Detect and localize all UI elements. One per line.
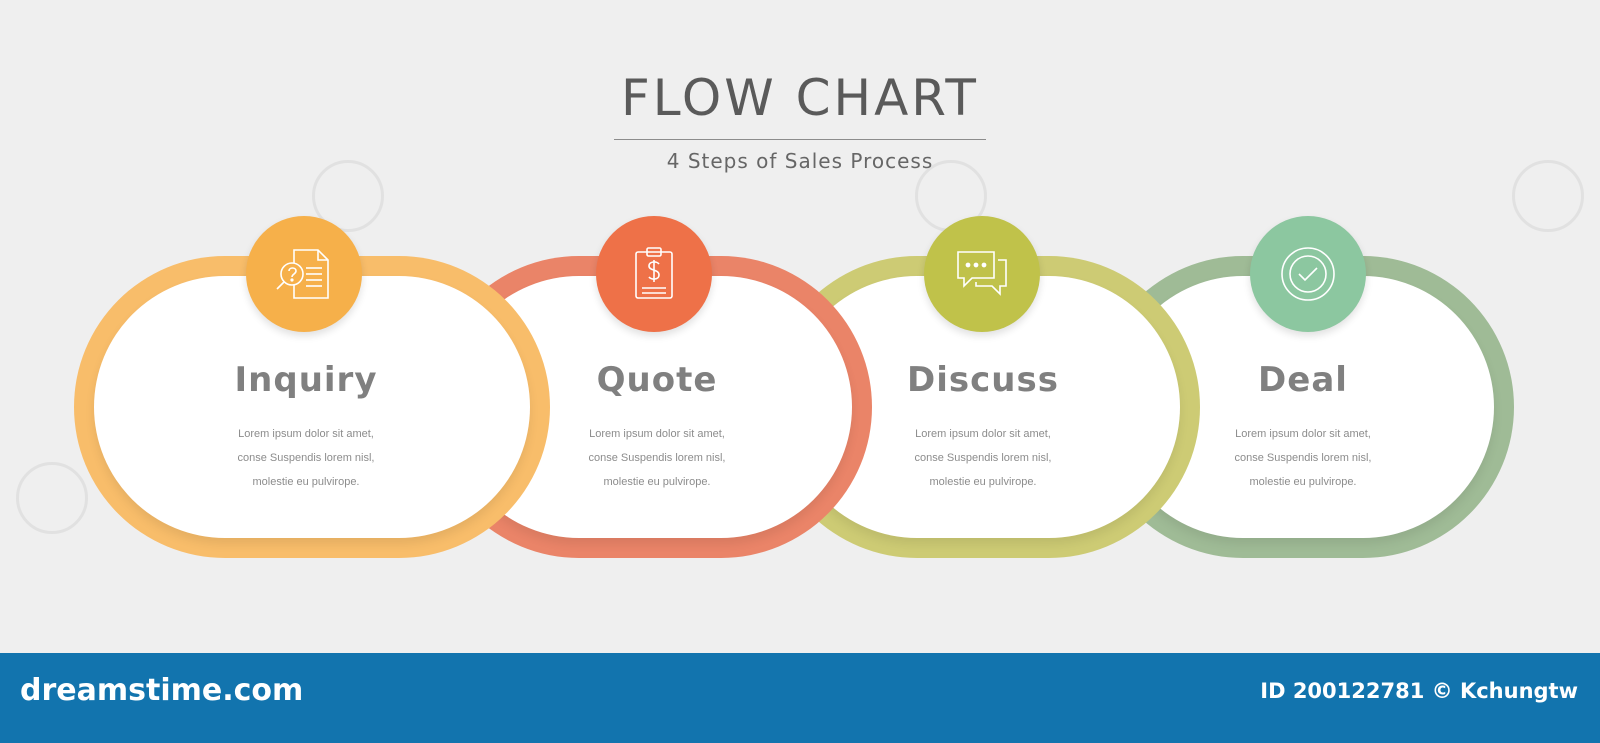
step-badge — [596, 216, 712, 332]
step-description: Lorem ipsum dolor sit amet, conse Suspen… — [1234, 428, 1372, 488]
step-title: Deal — [1258, 360, 1348, 400]
step-title: Inquiry — [234, 360, 378, 400]
check-badge-icon — [1281, 247, 1335, 301]
chat-bubbles-icon — [957, 251, 1007, 296]
step-description: Lorem ipsum dolor sit amet, conse Suspen… — [237, 428, 375, 488]
watermark-swirl — [1512, 160, 1584, 232]
inquiry-document-icon — [276, 249, 329, 299]
step-badge — [246, 216, 362, 332]
watermark-swirl — [312, 160, 384, 232]
title-divider — [614, 139, 986, 140]
step-description: Lorem ipsum dolor sit amet, conse Suspen… — [914, 428, 1052, 488]
footer-bar: dreamstime.com ID 200122781 © Kchungtw — [0, 653, 1600, 743]
watermark-logo: dreamstime.com — [20, 673, 304, 708]
step-badge — [1250, 216, 1366, 332]
step-title: Discuss — [907, 360, 1059, 400]
step-description: Lorem ipsum dolor sit amet, conse Suspen… — [588, 428, 726, 488]
step-title: Quote — [596, 360, 718, 400]
watermark-swirl — [16, 462, 88, 534]
image-id-credit: ID 200122781 © Kchungtw — [1260, 679, 1578, 703]
step-inquiry: Inquiry Lorem ipsum dolor sit amet, cons… — [74, 216, 550, 558]
step-badge — [924, 216, 1040, 332]
page-title: FLOW CHART — [621, 69, 979, 127]
step-discuss: Discuss Lorem ipsum dolor sit amet, cons… — [766, 216, 1200, 558]
page-subtitle: 4 Steps of Sales Process — [666, 149, 934, 173]
clipboard-dollar-icon — [635, 247, 673, 299]
